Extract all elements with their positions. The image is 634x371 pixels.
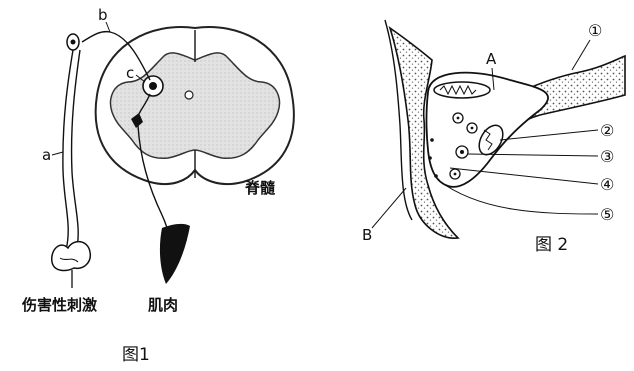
label-a: a xyxy=(42,146,51,164)
central-canal xyxy=(185,91,193,99)
leader-B xyxy=(372,188,406,228)
label-B: B xyxy=(362,226,372,244)
transmitter xyxy=(434,174,438,178)
vesicle-content xyxy=(457,117,460,120)
marker-3: ③ xyxy=(600,147,614,166)
vesicle-content xyxy=(471,127,474,130)
marker-4: ④ xyxy=(600,175,614,194)
stimulus-label: 伤害性刺激 xyxy=(21,296,98,314)
marker-2: ② xyxy=(600,121,614,140)
vesicle-content xyxy=(460,150,464,154)
figure2-synapse: A B ① ② ③ ④ ⑤ 图 2 xyxy=(362,20,625,255)
transmitter xyxy=(430,138,434,142)
receptor-skin xyxy=(52,242,91,271)
transmitter xyxy=(428,156,432,160)
figure1-reflex-arc: a b c 脊髓 伤害性刺激 肌肉 图1 xyxy=(21,6,294,365)
leader-b xyxy=(106,22,110,32)
ganglion-nucleus xyxy=(71,40,76,45)
leader-a xyxy=(52,152,63,155)
muscle-label: 肌肉 xyxy=(148,296,178,314)
interneuron-nucleus xyxy=(149,82,157,90)
label-c: c xyxy=(126,64,134,82)
vesicle-content xyxy=(454,173,457,176)
leader-1 xyxy=(572,40,590,70)
marker-5: ⑤ xyxy=(600,205,614,224)
sensory-nerve-a xyxy=(63,50,80,252)
label-b: b xyxy=(98,6,108,24)
figure1-caption: 图1 xyxy=(122,345,150,365)
marker-1: ① xyxy=(588,21,602,40)
muscle-shape xyxy=(160,224,190,284)
label-A: A xyxy=(486,50,497,68)
figure2-caption: 图 2 xyxy=(535,235,568,255)
spinal-cord-label: 脊髓 xyxy=(244,179,276,197)
